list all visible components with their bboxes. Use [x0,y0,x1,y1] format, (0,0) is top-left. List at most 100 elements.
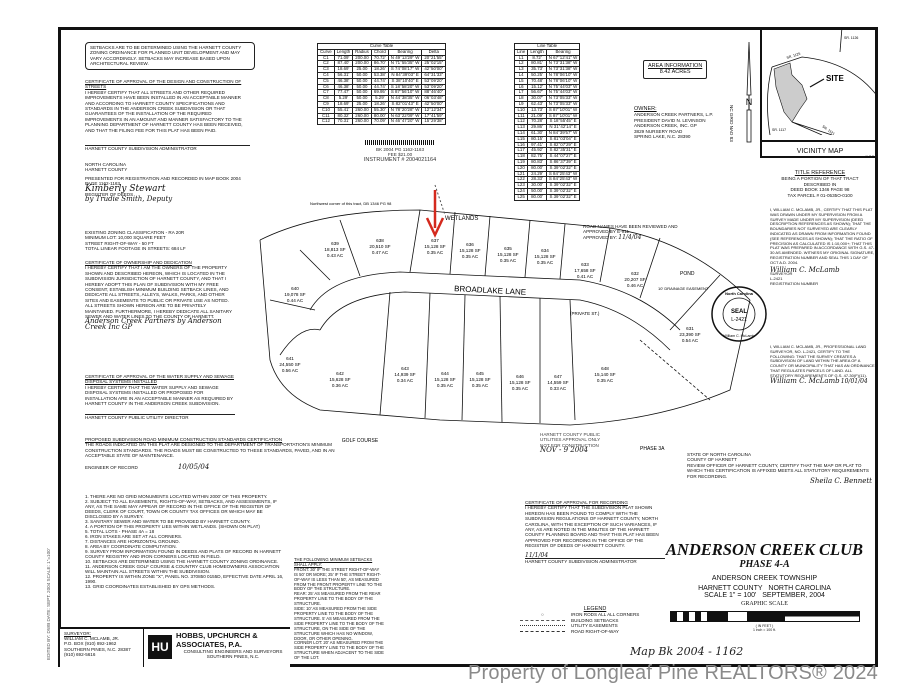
lot-area: 15,128 SF [424,244,445,249]
registration-block: North Carolina Harnett County Presented … [85,162,245,203]
register-of-deeds-label: Register of Deeds [85,192,134,198]
county: HARNETT COUNTY [698,585,763,592]
lot-acres: 0.46 AC [627,283,644,288]
private-street-label: (PRIVATE ST.) [570,311,600,316]
lot-area: 18,813 SF [324,247,345,252]
lot-no: 642 [336,371,344,376]
table-cell: S 39°02'32" E [545,164,581,172]
note: 1. There are no grid monuments located w… [85,494,268,499]
road-names-date: 11/4/04 [618,233,642,241]
road-label: SR. 1126 [844,36,858,40]
project-title: ANDERSON CREEK CLUB [665,540,864,559]
north-arrow-icon: N [746,41,752,143]
lot-area: 15,128 SF [497,252,518,257]
stamp-line: Not for Construction [540,442,599,448]
lot-no: 635 [504,246,512,251]
table-cell: S 84°25'43" W [545,170,581,178]
lot-no: 644 [441,371,449,376]
plat-drawing: WETLANDS POND GOLF COURSE PHASE 3A 10' D… [259,184,751,452]
table-cell: 61.30' [527,129,547,137]
table-cell: 70.09' [370,118,389,126]
note: 7. Distances are horizontal ground. [85,539,180,544]
legend-item: UTILITY EASEMENTS [571,623,618,629]
lot-area: 15,128 SF [459,248,480,253]
title-block: ANDERSON CREEK CLUB PHASE 4-A ANDERSON C… [652,540,877,632]
setback-item: Side: 10' as measured from the side prop… [294,606,384,641]
surveyor-name: William C. McLamb, Jr. [64,636,120,642]
registration-state: North Carolina [85,162,127,167]
vicinity-map-scale: N.T.S. [865,154,875,159]
wetlands-label: WETLANDS [445,216,478,222]
lot-acres: 0.35 AC [472,383,489,388]
lot-acres: 0.33 AC [550,386,567,391]
setback-item: Front: 30' if the street right-of-way is… [294,566,383,592]
pond-label: POND [680,271,695,277]
legend-item: IRON RODS ALL ALL CORNERS [571,612,640,618]
table-cell: 97.41' [527,141,547,149]
lot-acres: 0.35 AC [597,378,614,383]
seal-center-text: SEAL [731,309,747,315]
ownership-body: I hereby certify that I am the owners of… [85,265,233,320]
road-names-approval: Road names have been reviewed and approv… [583,224,678,240]
note: 6. Iron stakes are set at all corners. [85,534,183,539]
owner-heading: Owner: [634,106,657,112]
lot-no: 645 [476,371,484,376]
table-cell: 260.00 [352,118,372,126]
owner-block: Owner: Anderson Creek Partners, L.P. Pre… [634,106,722,139]
line-table-title: Line Table [513,43,581,50]
surveyor-cert2-body: I, William C. McLamb, Jr., Professional … [770,344,875,378]
road-standards-cert: Proposed subdivision road minimum constr… [85,437,335,470]
graphic-scale-bar [669,611,860,622]
road-standards-date: 10/05/04 [177,462,210,471]
table-cell: S 84°25'43" W [545,176,581,184]
vicinity-map: SITE SR. 1126 SR. 1125 SR. 1121 SR. 1117… [760,26,879,159]
utility-approval-stamp: Harnett County Public Utilities Approval… [540,432,630,454]
lot-acres: 0.44 AC [287,298,304,303]
lot-no: 641 [286,356,294,361]
surveyor-line: Southern Pines, N.C. 28387 [64,646,131,652]
table-cell: S 39°02'32" E [545,193,581,201]
ownership-heading: Certificate of ownership and dedication [85,260,192,265]
title-reference-line: Deed Book 1346 Page 98 [790,187,850,193]
site-area [773,62,808,123]
surveyor-label: Surveyor: [64,631,91,636]
north-boundary [259,209,751,301]
lot-no: 647 [554,374,562,379]
watermark: Property of Longleaf Pine REALTORS® 2024 [468,662,879,684]
title-reference-heading: Title Reference [794,170,846,176]
lot-area: 17,658 SF [574,268,595,273]
minimum-setbacks: The following minimum setbacks shall app… [294,557,384,661]
lot-area: 15,128 SF [534,254,555,259]
street-name: BROADLAKE LANE [454,284,526,297]
stamp-line: Utilities Approval Only [540,437,601,443]
legend-title: LEGEND [583,606,607,612]
note: 10. Setbacks are determined using the Ha… [85,559,279,564]
road-label: SR. 1117 [772,128,786,132]
certificate-ownership: Certificate of ownership and dedication … [85,260,235,330]
register-signature: Kimberly Stewart [85,183,166,194]
surveyor-contact: Surveyor: William C. McLamb, Jr. P.O. Bo… [60,629,144,667]
table-cell: S 82°35'31" E [545,147,581,155]
certificate-streets-signer: Harnett County Subdivision Administrator [85,145,250,151]
lot-no: 636 [466,242,474,247]
area-value: 8.42 Acres [659,69,691,76]
nw-corner-label: Northwest corner of this tract, DB 1346 … [310,201,392,206]
lot-area: 14,939 SF [394,372,415,377]
table-cell: Length [527,48,547,56]
stamp-date: NOV - 9 2004 [540,446,589,455]
table-cell: 70.72' [370,54,389,62]
lot-acres: 0.41 AC [577,274,594,279]
project-phase: PHASE 4-A [739,559,790,570]
road-south-edge [319,291,671,351]
seal-bottom-text: William C. McLamb [724,334,755,338]
